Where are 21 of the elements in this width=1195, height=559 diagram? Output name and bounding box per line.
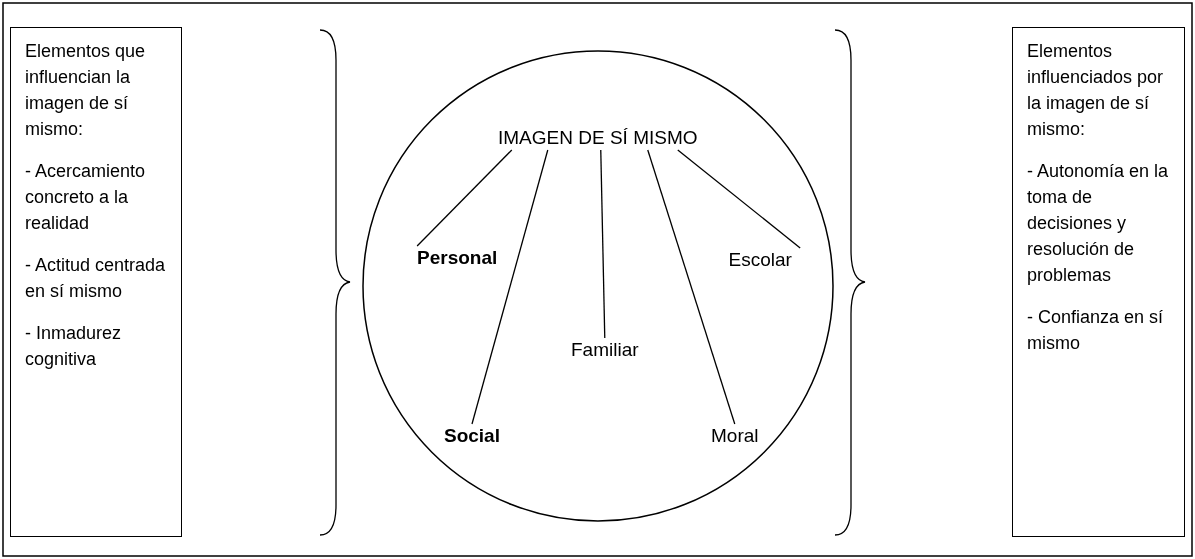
category-label: Social bbox=[444, 425, 500, 447]
text-panel bbox=[10, 27, 182, 537]
text-panel bbox=[1012, 27, 1185, 537]
heading-text: IMAGEN DE SÍ MISMO bbox=[498, 127, 698, 149]
connector-line bbox=[647, 149, 736, 425]
connector-line bbox=[600, 149, 606, 339]
list-item: - Inmadurez cognitiva bbox=[25, 322, 123, 371]
category-label: Familiar bbox=[571, 339, 639, 361]
panel-heading: Elementos que influencian la imagen de sí mismo: bbox=[25, 40, 147, 141]
connector-line bbox=[471, 149, 549, 425]
circle bbox=[362, 50, 834, 522]
list-item: - Actitud centrada en sí mismo bbox=[25, 254, 167, 303]
list-item: - Acercamiento concreto a la realidad bbox=[25, 160, 147, 235]
panel-heading: Elementos influenciados por la imagen de sí mismo: bbox=[1027, 40, 1165, 141]
connector-line bbox=[677, 149, 801, 249]
list-item: - Confianza en sí mismo bbox=[1027, 306, 1165, 355]
connector-line bbox=[416, 149, 513, 247]
category-label: Personal bbox=[417, 247, 498, 269]
list-item: - Autonomía en la toma de decisiones y resolución de problemas bbox=[1027, 160, 1170, 287]
category-label: Moral bbox=[711, 425, 759, 447]
category-label: Escolar bbox=[728, 249, 792, 271]
